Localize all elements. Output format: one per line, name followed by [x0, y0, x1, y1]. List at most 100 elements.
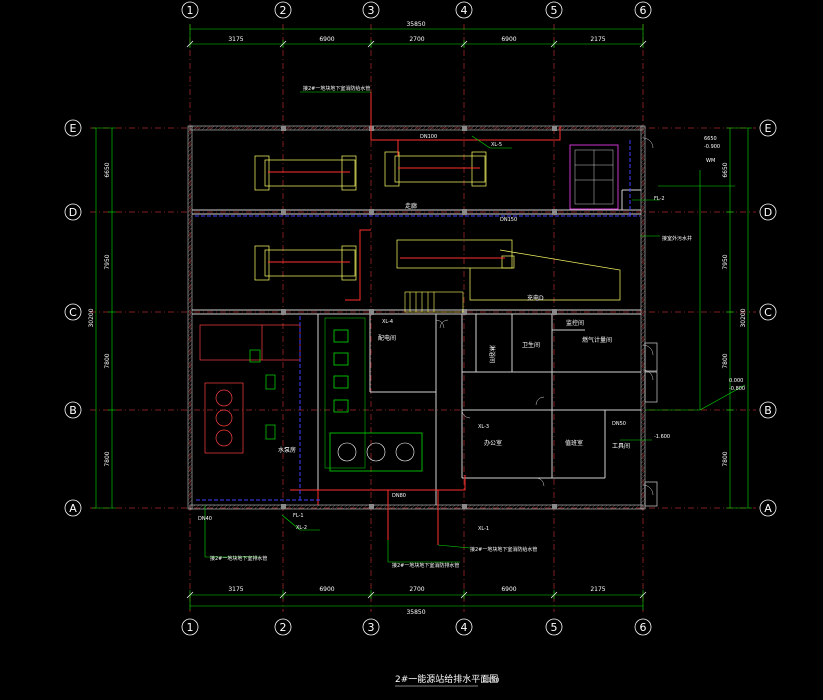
- axis-label-e-left: E: [70, 122, 77, 135]
- room-tool: 工具间: [612, 442, 630, 450]
- room-bath: 淋浴间: [488, 345, 496, 363]
- axis-label-d-right: D: [764, 206, 772, 219]
- charging-equipment: [254, 151, 621, 301]
- dim-seg-right-4: 7800: [722, 451, 729, 466]
- pipe-label-xl4: XL-4: [382, 319, 393, 325]
- room-office: 办公室: [484, 439, 502, 447]
- dim-seg-left-1: 6650: [104, 162, 111, 177]
- note-right-sewer: 接室外污水井: [662, 235, 692, 242]
- room-corridor: 走廊: [405, 202, 417, 210]
- dim-seg-right-2: 7950: [722, 254, 729, 269]
- room-monitor: 监控间: [566, 319, 584, 327]
- axis-label-3-bottom: 3: [368, 621, 375, 634]
- dim-total-top: 35850: [406, 21, 425, 28]
- axis-label-4-bottom: 4: [461, 621, 468, 634]
- dim-seg-left-4: 7800: [104, 451, 111, 466]
- dim-seg-top-4: 6900: [501, 36, 516, 43]
- axis-label-2-bottom: 2: [280, 621, 287, 634]
- note-wm: WM: [706, 158, 715, 164]
- dimension-text-right: 6650 7950 7800 7800 30200: [722, 162, 747, 466]
- axis-label-b-left: B: [69, 404, 77, 417]
- dim-total-right: 30200: [740, 308, 747, 327]
- dim-seg-bottom-1: 3175: [228, 586, 243, 593]
- note-elev-neg0900: -0.900: [704, 144, 720, 150]
- axis-label-a-left: A: [69, 502, 77, 515]
- dim-seg-right-3: 7800: [722, 353, 729, 368]
- dim-seg-bottom-5: 2175: [590, 586, 605, 593]
- axis-label-6-bottom: 6: [640, 621, 647, 634]
- dim-seg-top-2: 6900: [319, 36, 334, 43]
- note-elev-0: 0.000: [729, 378, 743, 384]
- axis-label-c-right: C: [764, 306, 772, 319]
- note-top-feed: 接2#一地块地下室消防给水管: [303, 85, 370, 92]
- axis-label-e-right: E: [765, 122, 772, 135]
- axis-label-5-top: 5: [551, 4, 558, 17]
- dim-seg-bottom-3: 2700: [409, 586, 424, 593]
- door-swings: [435, 137, 654, 496]
- side-door-frames: [644, 342, 658, 507]
- room-duty: 值班室: [565, 439, 583, 447]
- grid-labels-bottom: 1 2 3 4 5 6: [187, 621, 647, 634]
- pipe-labels: XL-5 XL-4 XL-3 XL-2 XL-1 FL-2 FL-1 DN100…: [198, 134, 665, 532]
- dim-seg-bottom-2: 6900: [319, 586, 334, 593]
- pipe-size-dn40: DN40: [198, 516, 212, 522]
- axis-label-a-right: A: [764, 502, 772, 515]
- dim-total-left: 30200: [88, 308, 95, 327]
- axis-label-3-top: 3: [368, 4, 375, 17]
- axis-label-5-bottom: 5: [551, 621, 558, 634]
- dim-seg-top-5: 2175: [590, 36, 605, 43]
- room-distribution: 配电间: [378, 334, 396, 342]
- axis-label-b-right: B: [764, 404, 772, 417]
- pipe-size-dn150: DN150: [500, 217, 517, 223]
- grid-labels-right: E D C B A: [764, 122, 772, 515]
- grid-labels-left: E D C B A: [69, 122, 77, 515]
- dim-total-bottom: 35850: [406, 609, 425, 616]
- dimension-lines: [92, 24, 752, 610]
- axis-label-d-left: D: [69, 206, 77, 219]
- pipe-label-xl1: XL-1: [478, 526, 489, 532]
- pipe-label-xl5: XL-5: [491, 142, 502, 148]
- substation-unit: [569, 144, 619, 210]
- dimension-text-top: 35850 3175 6900 2700 6900 2175: [228, 21, 605, 43]
- dim-seg-left-3: 7800: [104, 353, 111, 368]
- stair: [404, 291, 464, 313]
- drawing-title: 2#一能源站给排水平面图: [395, 673, 498, 685]
- axis-label-1-top: 1: [187, 4, 194, 17]
- room-gas-meter: 燃气计量间: [582, 336, 612, 344]
- dimension-text-left: 30200 6650 7950 7800 7800: [88, 162, 111, 466]
- drainage-pipes: [195, 140, 640, 501]
- annotation-notes: 接2#一地块地下室消防给水管 接2#一地块地下室消防给水管 接2#一地块地下室消…: [210, 85, 745, 569]
- axis-label-c-left: C: [69, 306, 77, 319]
- grid-bubbles: [64, 1, 777, 636]
- dimension-text-bottom: 3175 6900 2700 6900 2175 35850: [228, 586, 605, 616]
- pipe-label-fl2: FL-2: [654, 196, 665, 202]
- pipe-leaders: [204, 91, 746, 563]
- axis-label-1-bottom: 1: [187, 621, 194, 634]
- drawing-scale: 1:150: [482, 677, 499, 684]
- title-block: 2#一能源站给排水平面图 1:150: [395, 673, 499, 687]
- note-bottom-drain: 接2#一地块地下室消防排水管: [392, 562, 459, 569]
- note-elev-neg0800: -0.800: [729, 386, 745, 392]
- axis-label-4-top: 4: [461, 4, 468, 17]
- room-toilet: 卫生间: [522, 341, 540, 349]
- dim-seg-left-2: 7950: [104, 254, 111, 269]
- note-elev-neg1600: -1.600: [654, 434, 670, 440]
- pipe-size-dn80: DN80: [392, 493, 406, 499]
- water-supply-pipes: [268, 92, 561, 545]
- room-charging: 充电D: [527, 294, 544, 302]
- pipe-size-dn100: DN100: [420, 134, 437, 140]
- building-walls: [187, 125, 646, 510]
- pump-room-equipment: [199, 317, 423, 472]
- dim-seg-bottom-4: 6900: [501, 586, 516, 593]
- axis-label-6-top: 6: [640, 4, 647, 17]
- pipe-size-dn50: DN50: [612, 421, 626, 427]
- note-bottom-feed: 接2#一地块地下室消防给水管: [470, 546, 537, 553]
- note-left-drain: 接2#一地块地下室排水管: [210, 555, 267, 562]
- pipe-label-fl1: FL-1: [293, 513, 304, 519]
- axis-label-2-top: 2: [280, 4, 287, 17]
- pipe-label-xl3: XL-3: [478, 424, 489, 430]
- room-fire-pump: 水泵房: [278, 446, 296, 454]
- dim-seg-top-3: 2700: [409, 36, 424, 43]
